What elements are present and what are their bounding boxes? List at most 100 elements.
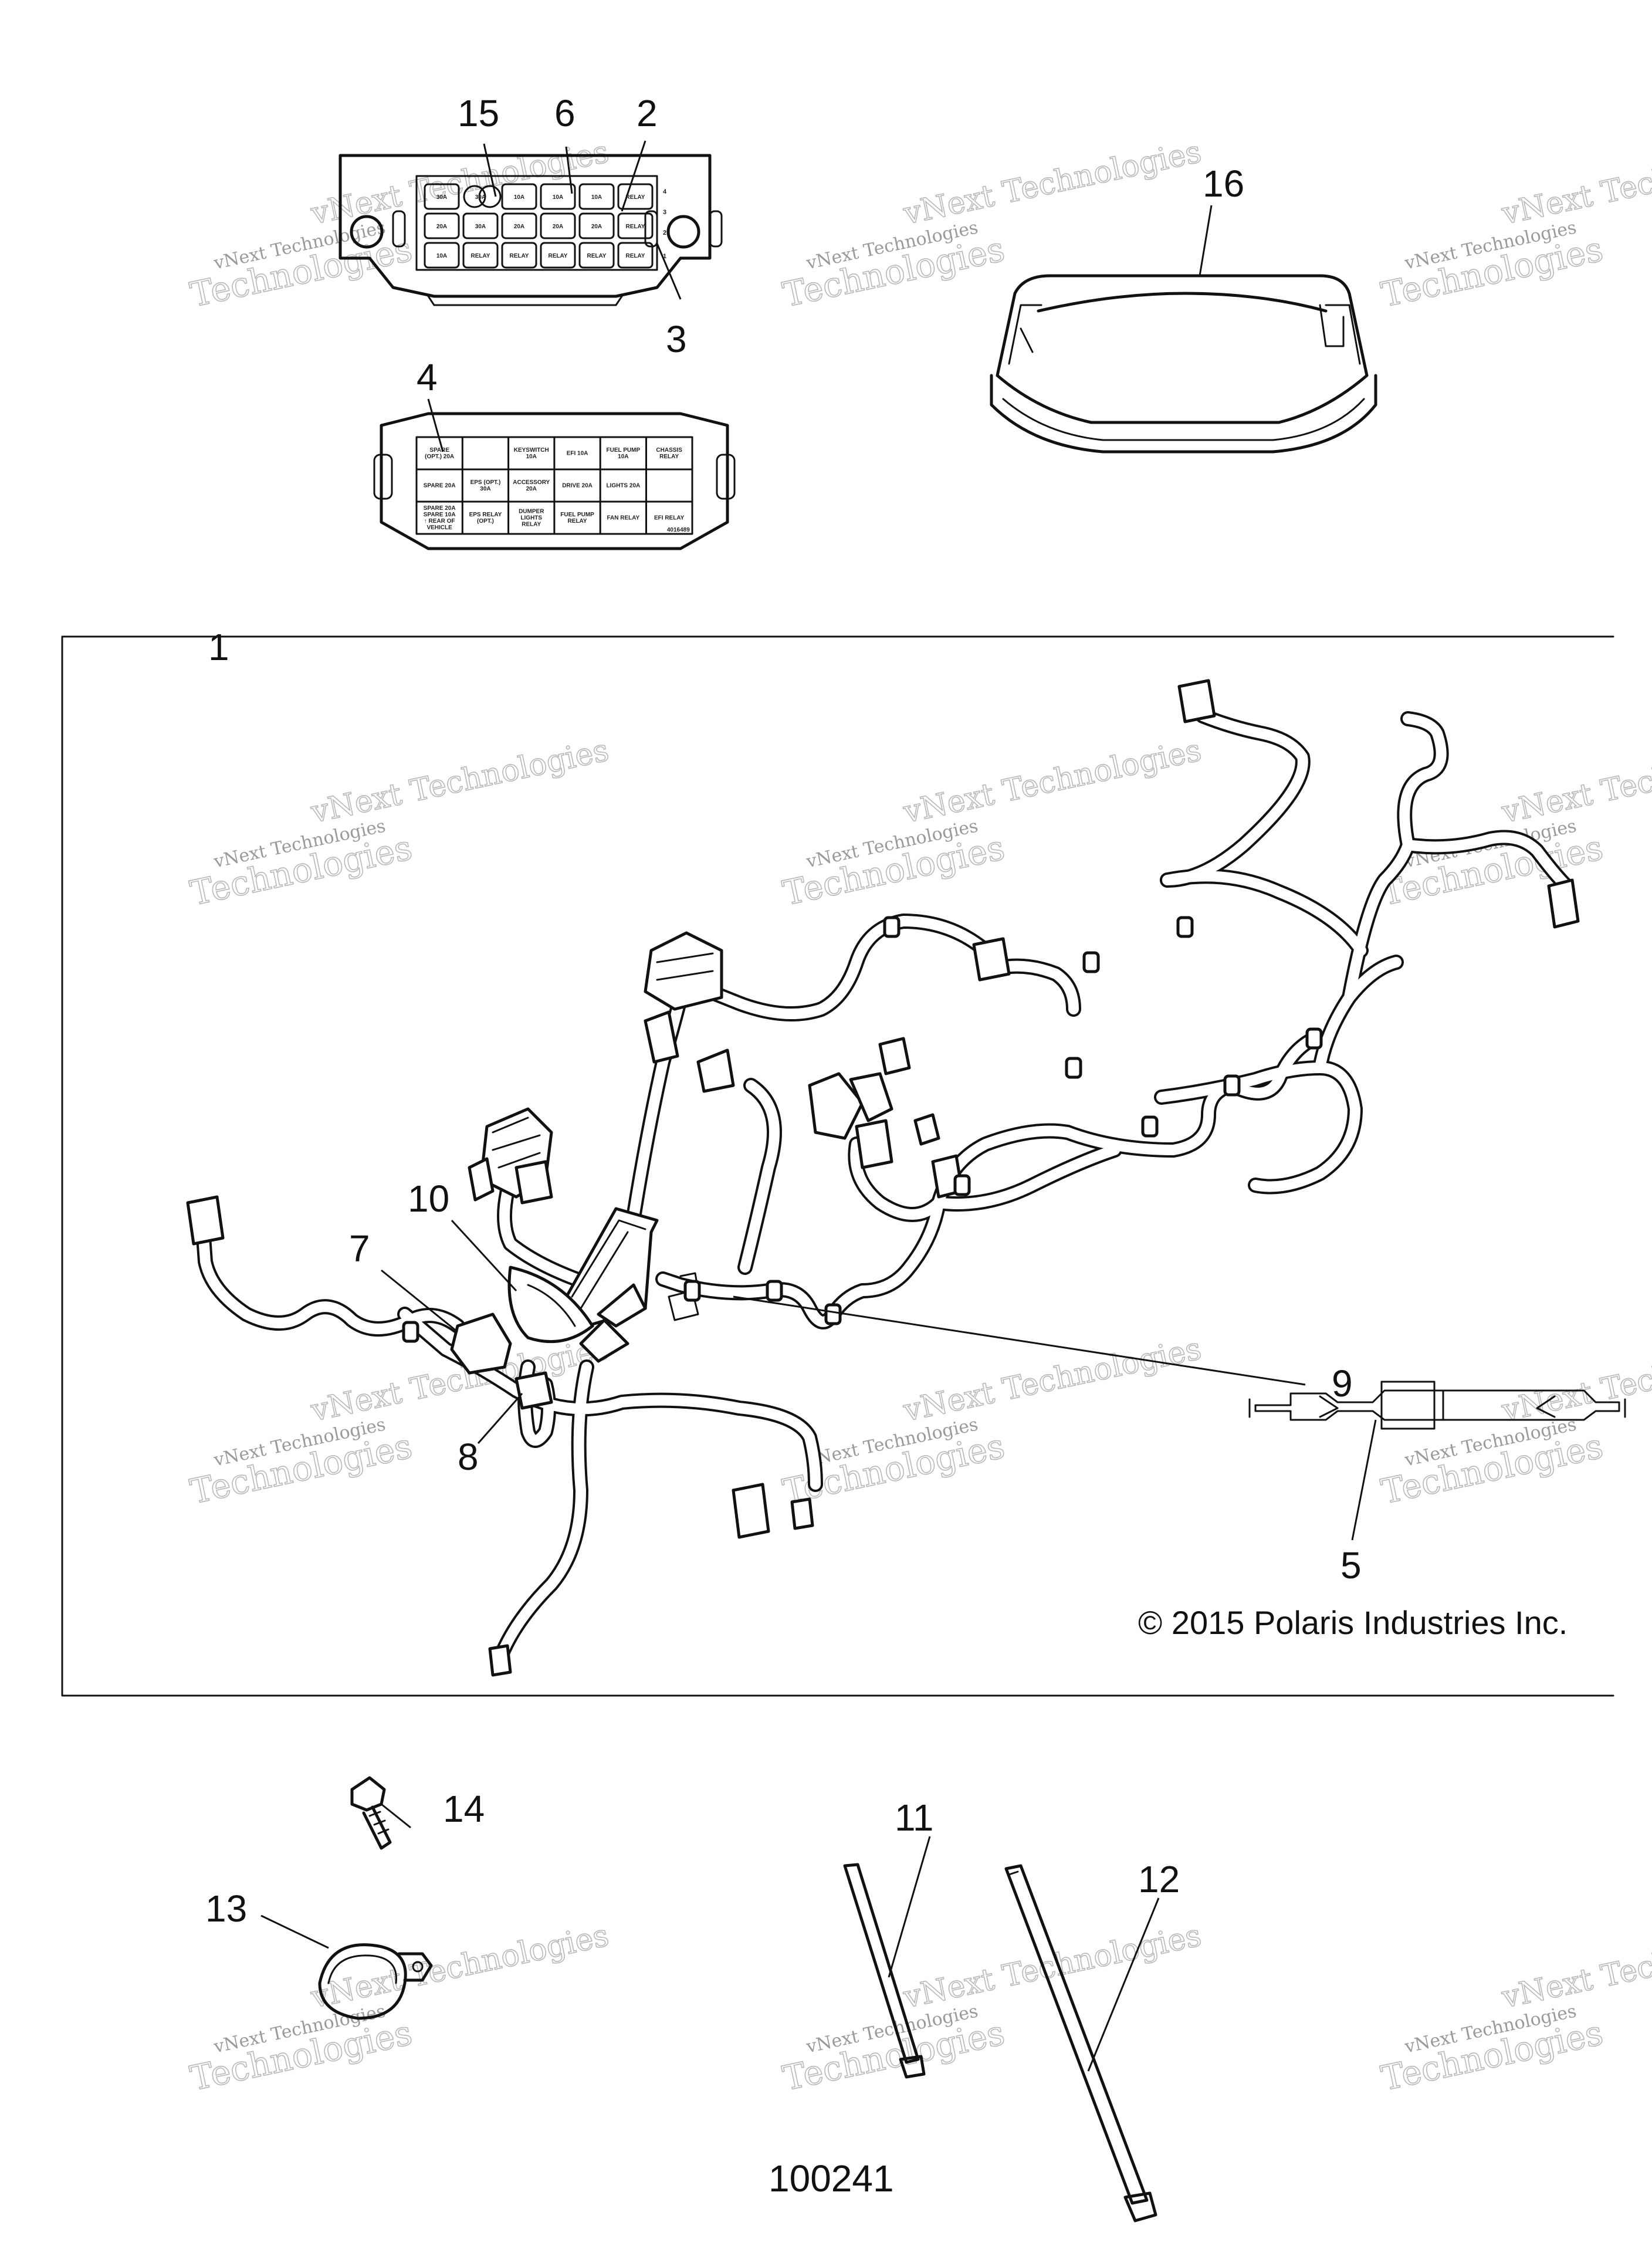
wire-segment bbox=[1162, 711, 1308, 885]
connector-right-end bbox=[1547, 878, 1580, 929]
connector-top-right bbox=[1177, 679, 1216, 723]
svg-text:vNext Technologies: vNext Technologies bbox=[900, 1918, 1204, 2015]
fuse-slot bbox=[617, 212, 654, 239]
wire-segment bbox=[499, 1174, 598, 1290]
wire-segment bbox=[658, 1197, 944, 1327]
label-cell-text: 10A bbox=[618, 454, 628, 460]
wire-harness bbox=[186, 679, 1580, 1677]
watermark-11: vNext Technologies vNext Technologies Te… bbox=[779, 1917, 1205, 2099]
label-cell-text: RELAY bbox=[568, 518, 587, 525]
connector-8 bbox=[514, 1371, 553, 1410]
connector-left-end bbox=[186, 1195, 225, 1246]
fuse-slot bbox=[578, 212, 615, 239]
callout-13: 13 bbox=[205, 1887, 247, 1930]
watermark-9: vNext Technologies vNext Technologies Te… bbox=[1377, 1331, 1652, 1512]
wire-clip bbox=[1082, 951, 1100, 973]
wire-clip bbox=[1305, 1027, 1323, 1050]
svg-text:vNext Technologies: vNext Technologies bbox=[307, 1918, 612, 2015]
svg-text:2: 2 bbox=[663, 229, 666, 236]
fuse-slot bbox=[617, 242, 654, 269]
fuse-slot-label: RELAY bbox=[549, 253, 568, 259]
callout-15: 15 bbox=[458, 92, 499, 134]
callout-7: 7 bbox=[349, 1227, 370, 1270]
fuse-slot-label: 30A bbox=[436, 194, 447, 201]
harness-fuse-box bbox=[507, 1207, 659, 1363]
watermark-3: vNext Technologies vNext Technologies Te… bbox=[1377, 134, 1652, 315]
callout-8: 8 bbox=[458, 1436, 479, 1478]
wire-segment bbox=[496, 1362, 592, 1660]
fuse-slot-label: 30A bbox=[475, 194, 486, 201]
label-cell-text: EPS (OPT.) bbox=[470, 479, 501, 486]
wire-segment bbox=[850, 1139, 944, 1220]
harness-connector-large bbox=[468, 1107, 553, 1205]
wire-segment bbox=[1403, 832, 1572, 891]
cable-tie-small bbox=[843, 1863, 926, 2079]
svg-text:vNext Technologies: vNext Technologies bbox=[1498, 1918, 1652, 2015]
wire-clip bbox=[824, 1303, 842, 1325]
callout-6: 6 bbox=[554, 92, 576, 134]
callout-2: 2 bbox=[637, 92, 658, 134]
wire-segment bbox=[1162, 871, 1366, 956]
fuse-slot bbox=[424, 183, 460, 210]
fuse-slot bbox=[462, 242, 499, 269]
svg-text:vNext Technologies: vNext Technologies bbox=[1498, 1331, 1652, 1429]
label-cell-text: 10A bbox=[526, 454, 537, 460]
cable-tie-large bbox=[1004, 1864, 1157, 2222]
label-cell-text: LIGHTS 20A bbox=[606, 483, 640, 489]
svg-text:3: 3 bbox=[663, 209, 666, 216]
fuse-slot bbox=[501, 212, 537, 239]
wire-segment bbox=[933, 1145, 1120, 1209]
fuse-side-numbers: 4 3 2 1 bbox=[663, 188, 667, 260]
label-cell-text: 20A bbox=[526, 486, 537, 492]
wire-clip bbox=[766, 1280, 783, 1302]
callout-14: 14 bbox=[443, 1788, 485, 1830]
label-cell-text: ↑ REAR OF bbox=[424, 518, 455, 525]
connector-lower-mid bbox=[732, 1483, 770, 1539]
wire-clip bbox=[1223, 1074, 1241, 1097]
label-cell-text: SPARE 10A bbox=[424, 512, 456, 518]
wire-segment bbox=[675, 916, 991, 1019]
connector-lower-right bbox=[790, 1497, 814, 1530]
label-cell-text: RELAY bbox=[522, 522, 541, 528]
fuse-slot-label: 10A bbox=[553, 194, 563, 201]
label-cell-text: EFI RELAY bbox=[654, 515, 685, 522]
callout-12: 12 bbox=[1138, 1858, 1180, 1900]
label-cell-text: KEYSWITCH bbox=[514, 447, 549, 454]
label-cell-text: (OPT.) bbox=[477, 518, 494, 525]
callout-numbers: 15 6 2 3 16 4 1 10 7 9 8 5 14 13 11 12 bbox=[205, 92, 1362, 1930]
fuse-empty-slot bbox=[478, 185, 502, 208]
wire-clip bbox=[683, 1280, 701, 1302]
fuse-slot bbox=[617, 183, 654, 210]
label-cell-text: ACCESSORY bbox=[513, 479, 550, 486]
fuse-slot-label: 20A bbox=[553, 224, 563, 230]
fuse-slot-label: RELAY bbox=[626, 224, 645, 230]
fuse-slot bbox=[501, 183, 537, 210]
wire-clips bbox=[402, 916, 1323, 1343]
label-cell-text: LIGHTS bbox=[520, 515, 542, 522]
fuse-slot bbox=[540, 183, 576, 210]
wire-segment bbox=[1227, 1033, 1319, 1098]
callout-5: 5 bbox=[1340, 1544, 1362, 1586]
inline-fuse-holder bbox=[1248, 1381, 1626, 1430]
callout-4: 4 bbox=[417, 356, 438, 398]
wire-segment bbox=[511, 1385, 821, 1490]
fuse-slot-label: 20A bbox=[591, 224, 602, 230]
fuse-empty-slot bbox=[463, 185, 486, 208]
fuse-slot-label: 30A bbox=[475, 224, 486, 230]
fuse-slot-label: 20A bbox=[436, 224, 447, 230]
callout-10: 10 bbox=[408, 1178, 449, 1220]
fuse-slot bbox=[424, 242, 460, 269]
svg-text:vNext Technologies: vNext Technologies bbox=[900, 134, 1204, 232]
label-part-number: 4016489 bbox=[667, 527, 690, 533]
harness-connector-upper bbox=[644, 931, 723, 1064]
label-cell-text: CHASSIS bbox=[656, 447, 682, 454]
wire-segment bbox=[1344, 713, 1447, 1003]
svg-text:4: 4 bbox=[663, 188, 667, 195]
harness-connector-cluster bbox=[696, 1037, 940, 1169]
wire-clip bbox=[883, 916, 901, 938]
svg-text:vNext Technologies: vNext Technologies bbox=[900, 733, 1204, 830]
label-cell-text: VEHICLE bbox=[426, 525, 452, 531]
